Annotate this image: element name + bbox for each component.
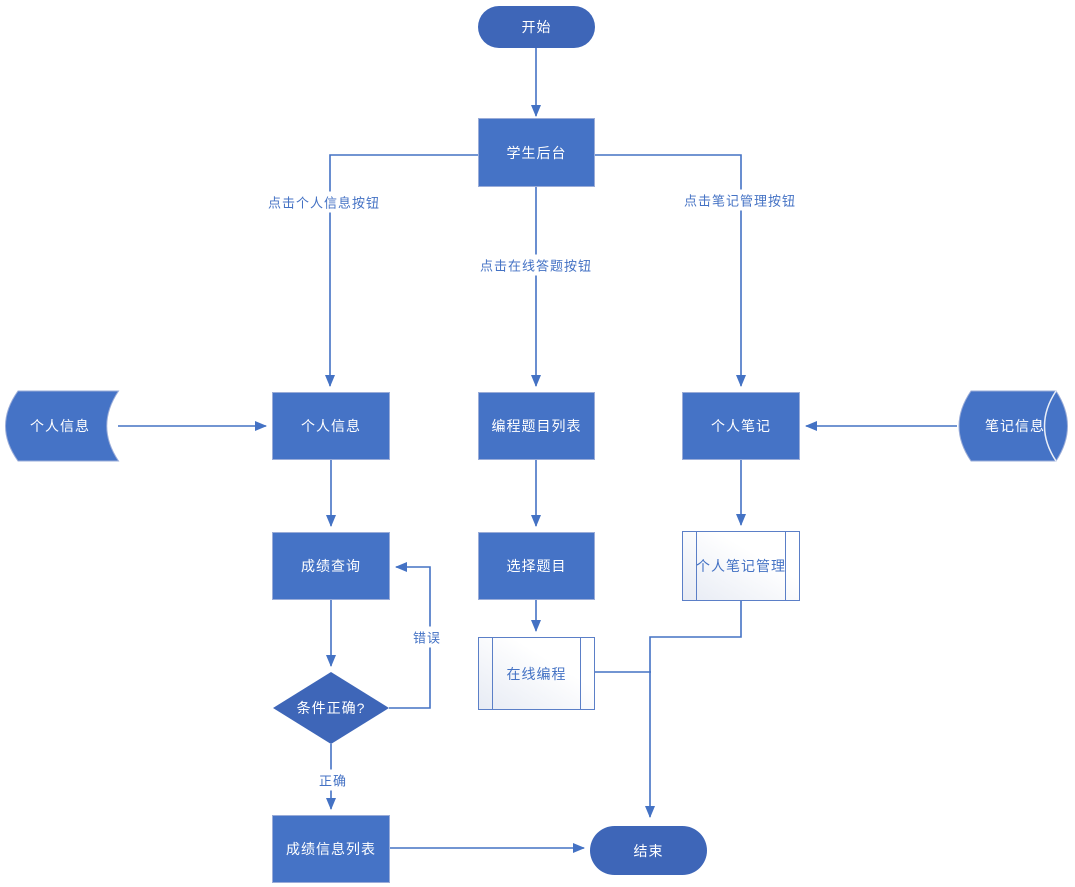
stored-data-shape <box>5 390 120 462</box>
node-student-backend: 学生后台 <box>478 118 595 187</box>
edge-label-click-note-management: 点击笔记管理按钮 <box>680 189 800 211</box>
stored-data-label: 笔记信息 <box>985 418 1045 434</box>
stored-data-label: 个人信息 <box>30 418 90 434</box>
edge-backend-to-personal-notes <box>595 154 746 387</box>
node-personal-info: 个人信息 <box>272 392 390 460</box>
node-grade-info-list: 成绩信息列表 <box>272 815 390 883</box>
edge-label-click-personal-info: 点击个人信息按钮 <box>264 191 384 213</box>
edge-backend-to-personal-info <box>325 154 478 387</box>
edge-label-error: 错误 <box>409 626 445 648</box>
edge-label-click-online-answer: 点击在线答题按钮 <box>476 254 596 276</box>
edge-label-correct: 正确 <box>315 769 351 791</box>
node-personal-info-store: 个人信息 <box>0 390 120 462</box>
edge-note-mgmt-to-end <box>645 601 742 818</box>
node-select-problem: 选择题目 <box>478 532 595 600</box>
node-grade-query: 成绩查询 <box>272 532 390 600</box>
node-online-programming: 在线编程 <box>478 637 595 710</box>
node-personal-notes: 个人笔记 <box>682 392 800 460</box>
node-programming-problem-list: 编程题目列表 <box>478 392 595 460</box>
node-note-info-store: 笔记信息 <box>955 390 1075 462</box>
node-end: 结束 <box>590 826 707 875</box>
node-personal-note-management: 个人笔记管理 <box>682 531 800 601</box>
node-start: 开始 <box>478 6 595 48</box>
stored-data-shape <box>958 390 1068 462</box>
